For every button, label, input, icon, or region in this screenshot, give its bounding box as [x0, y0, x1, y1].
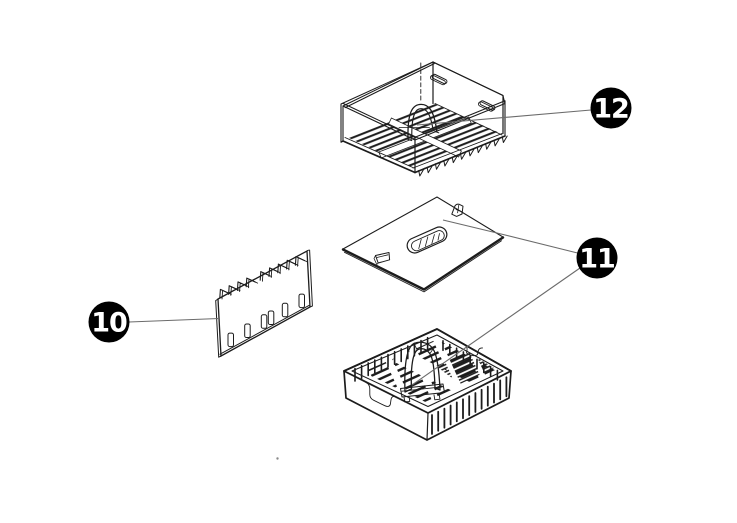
comb-teeth [219, 256, 308, 300]
lid-plate [341, 196, 505, 290]
basket-lid-drawing [341, 196, 505, 293]
callout-11-circle[interactable] [576, 237, 618, 279]
lid-tab [373, 252, 391, 265]
lower-basket-drawing [343, 328, 512, 441]
tray-arch-handle [406, 103, 440, 142]
callout-10-label: 10 [91, 308, 127, 339]
lid-clip [451, 203, 464, 217]
leader-line-12 [416, 109, 592, 126]
tray-handle-slot-left [430, 73, 448, 86]
comb-slots [227, 293, 305, 348]
basket-slots-back-right [442, 340, 499, 381]
basket-slots-front-right [431, 376, 508, 435]
callout-11[interactable]: 11 [576, 237, 618, 279]
stray-speck [276, 457, 279, 460]
callout-12-label: 12 [593, 94, 629, 125]
leader-line-10 [128, 317, 220, 323]
tray-teeth [418, 135, 508, 177]
leader-line-11-basket [411, 267, 581, 386]
basket-arch-handle [400, 341, 445, 403]
basket-fine-mesh [436, 352, 494, 384]
callout-10[interactable]: 10 [88, 301, 130, 343]
callout-10-circle[interactable] [88, 301, 130, 343]
leader-line-11-lid [442, 219, 578, 254]
callout-12-circle[interactable] [590, 87, 632, 129]
callout-12[interactable]: 12 [590, 87, 632, 129]
callout-11-label: 11 [579, 244, 615, 275]
lid-handle-recess [406, 226, 448, 254]
comb-divider-drawing [215, 249, 313, 358]
basket-front-notch [365, 382, 396, 407]
